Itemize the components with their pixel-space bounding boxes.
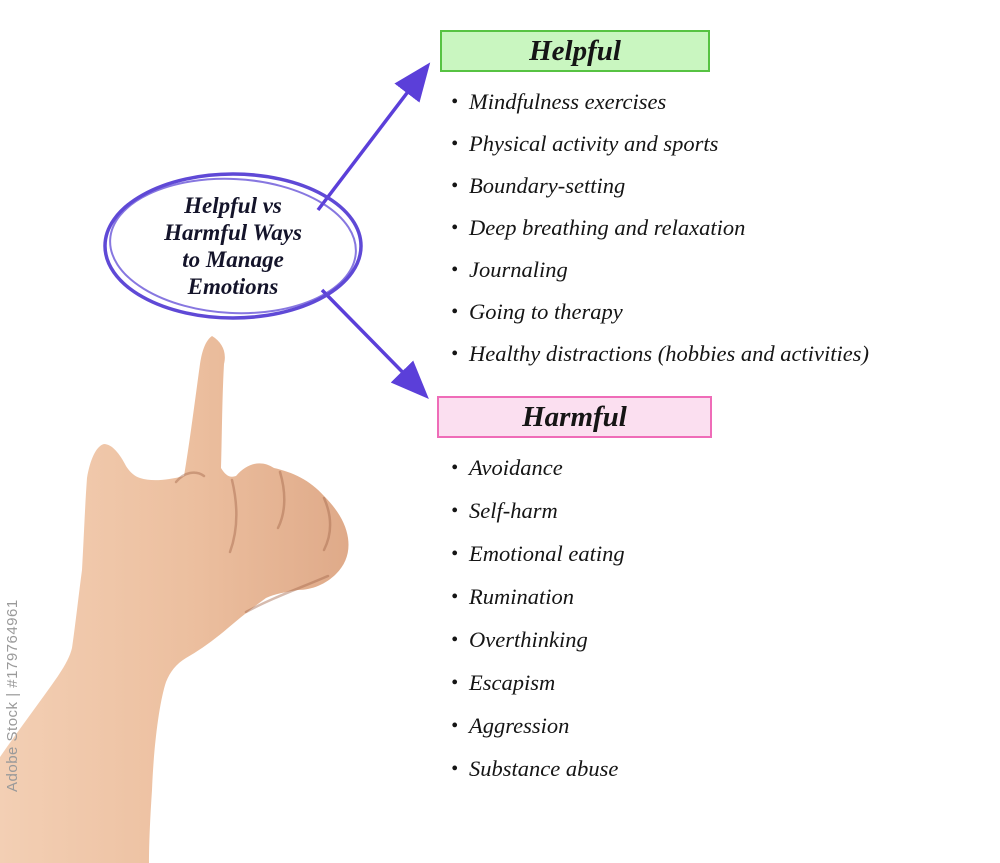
list-item: Healthy distractions (hobbies and activi… [445,340,869,368]
helpful-header-box: Helpful [440,30,710,72]
harmful-title: Harmful [522,400,627,433]
list-item: Self-harm [445,497,625,525]
list-item: Overthinking [445,626,625,654]
list-item: Aggression [445,712,625,740]
center-topic: Helpful vs Harmful Ways to Manage Emotio… [110,192,356,300]
list-item: Going to therapy [445,298,869,326]
center-topic-line: Harmful Ways [164,220,302,245]
list-item: Rumination [445,583,625,611]
center-topic-line: to Manage [182,247,284,272]
list-item: Avoidance [445,454,625,482]
harmful-list: Avoidance Self-harm Emotional eating Rum… [445,454,625,798]
center-ellipse [103,172,363,320]
list-item: Boundary-setting [445,172,869,200]
list-item: Physical activity and sports [445,130,869,158]
list-item: Deep breathing and relaxation [445,214,869,242]
arrow-to-helpful [316,62,431,212]
list-item: Mindfulness exercises [445,88,869,116]
arrow-to-harmful [320,288,429,399]
pointing-hand-illustration [0,336,349,863]
stock-watermark: Adobe Stock | #179764961 [4,599,21,792]
harmful-header-box: Harmful [437,396,712,438]
list-item: Emotional eating [445,540,625,568]
list-item: Journaling [445,256,869,284]
helpful-title: Helpful [529,34,621,67]
center-topic-line: Emotions [187,274,279,299]
helpful-list: Mindfulness exercises Physical activity … [445,88,869,382]
center-topic-line: Helpful vs [184,193,282,218]
list-item: Escapism [445,669,625,697]
list-item: Substance abuse [445,755,625,783]
